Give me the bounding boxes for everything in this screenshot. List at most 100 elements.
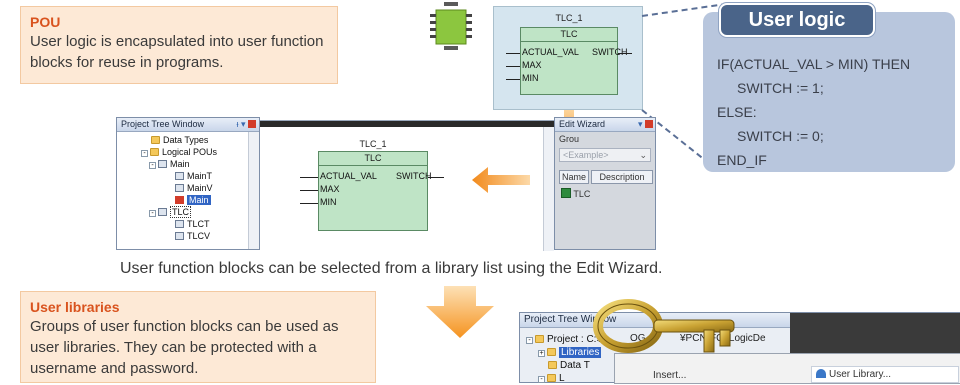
function-block-panel: TLC_1 TLC ACTUAL_VAL SWITCH MAX MIN xyxy=(493,6,643,110)
arrow-left-icon xyxy=(472,167,530,193)
project-tree-window[interactable]: Project Tree Window ᵻ ▾ Data Types -Logi… xyxy=(116,117,260,250)
pou-icon xyxy=(158,208,167,216)
logic-editor-canvas[interactable]: TLC_1 TLC ACTUAL_VAL SWITCH MAX MIN xyxy=(260,120,554,251)
user-libraries-heading: User libraries xyxy=(30,299,120,315)
wizard-list-item[interactable]: TLC xyxy=(561,188,590,200)
column-name-header[interactable]: Name xyxy=(559,170,589,184)
window-title-text: Project Tree Window xyxy=(524,314,617,325)
tree-item[interactable]: TLCT xyxy=(123,218,217,230)
context-menu[interactable]: Insert... User Library... xyxy=(614,353,960,384)
wire xyxy=(618,53,632,54)
collapse-icon[interactable]: - xyxy=(141,150,148,157)
tree-item-label: Main xyxy=(187,195,211,205)
collapse-icon[interactable]: - xyxy=(526,337,533,344)
pin-actual-val: ACTUAL_VAL xyxy=(320,171,377,181)
folder-icon xyxy=(150,148,159,156)
pin-min: MIN xyxy=(522,73,539,83)
logic-line: IF(ACTUAL_VAL > MIN) THEN xyxy=(717,56,911,72)
tree-item[interactable]: TLCV xyxy=(123,230,217,242)
pin-max: MAX xyxy=(522,60,542,70)
tree-item-label: L xyxy=(559,373,565,384)
tree-item[interactable]: MainT xyxy=(123,170,217,182)
block-type: TLC xyxy=(319,152,427,166)
tree-item-data-types[interactable]: Data T xyxy=(526,359,786,372)
wire xyxy=(300,190,318,191)
tree-item-label: MainV xyxy=(187,183,213,193)
pin-icon[interactable]: ᵻ xyxy=(236,119,239,129)
project-tree-window-libraries[interactable]: Project Tree Window -Project : C:¥ + Libr… xyxy=(519,312,960,385)
tree-item-label: TLCV xyxy=(187,231,211,241)
folder-icon xyxy=(535,335,544,343)
wire xyxy=(506,79,520,80)
pin-actual-val: ACTUAL_VAL xyxy=(522,47,579,57)
tree-item[interactable]: MainV xyxy=(123,182,217,194)
block-type: TLC xyxy=(521,28,617,42)
tree-item[interactable]: - Logical POUs xyxy=(123,146,217,158)
pou-icon xyxy=(158,160,167,168)
vertical-scrollbar[interactable] xyxy=(248,132,259,249)
tree-item[interactable]: Data Types xyxy=(123,134,217,146)
menu-item-insert[interactable]: Insert... xyxy=(653,370,687,381)
project-tree-2: -Project : C:¥ + Libraries Data T - L xyxy=(526,333,786,385)
pou-info-box: POU User logic is encapsulated into user… xyxy=(20,6,338,84)
expand-icon[interactable]: + xyxy=(538,350,545,357)
chevron-down-icon: ⌄ xyxy=(639,150,647,160)
logic-line: END_IF xyxy=(717,152,767,168)
pou-heading: POU xyxy=(30,14,61,30)
wire xyxy=(506,66,520,67)
block-icon xyxy=(561,188,571,198)
folder-icon xyxy=(151,136,160,144)
wizard-item-label: TLC xyxy=(573,189,591,199)
tree-item-libraries[interactable]: + Libraries xyxy=(526,346,786,359)
tree-item-project[interactable]: -Project : C:¥ xyxy=(526,333,786,346)
collapse-icon[interactable]: - xyxy=(149,210,156,217)
user-logic-tab: User logic xyxy=(719,3,875,37)
tree-item-label: MainT xyxy=(187,171,213,181)
menu-item-user-library[interactable]: User Library... xyxy=(811,366,959,383)
wire xyxy=(300,203,318,204)
group-select[interactable]: <Example> ⌄ xyxy=(559,148,651,162)
menu-item-label: User Library... xyxy=(829,369,892,380)
user-libraries-box: User libraries Groups of user function b… xyxy=(20,291,376,383)
function-block[interactable]: TLC xyxy=(318,151,428,231)
dropdown-icon[interactable]: ▾ xyxy=(637,119,643,129)
logic-line: ELSE: xyxy=(717,104,757,120)
tree-item-label: TLC xyxy=(170,206,192,218)
block-instance-name: TLC_1 xyxy=(555,13,583,23)
close-icon[interactable] xyxy=(645,120,653,128)
editor-dark-area xyxy=(790,313,960,353)
tree-item-label: Data T xyxy=(560,360,590,371)
tree-item-label: Logical POUs xyxy=(162,147,218,157)
logic-line: SWITCH := 1; xyxy=(737,80,824,96)
caption: User function blocks can be selected fro… xyxy=(120,260,663,277)
wire xyxy=(428,177,444,178)
editor-scrollbar[interactable] xyxy=(543,127,554,251)
edit-wizard-window[interactable]: Edit Wizard ▾ Grou <Example> ⌄ Name Desc… xyxy=(554,117,656,250)
libraries-label: Libraries xyxy=(559,347,602,358)
tree-item[interactable]: - TLC xyxy=(123,206,217,218)
key-icon xyxy=(592,290,742,380)
tree-item-label: Main xyxy=(170,159,190,169)
plc-chip-icon xyxy=(430,2,472,52)
dropdown-icon[interactable]: ▾ xyxy=(240,119,246,129)
tree-item-label: Data Types xyxy=(163,135,209,145)
pin-max: MAX xyxy=(320,184,340,194)
pin-switch: SWITCH xyxy=(396,171,432,181)
block-instance-name: TLC_1 xyxy=(359,139,387,149)
column-description-header[interactable]: Description xyxy=(591,170,653,184)
collapse-icon[interactable]: - xyxy=(149,162,156,169)
function-block[interactable]: TLC xyxy=(520,27,618,95)
close-icon[interactable] xyxy=(248,120,256,128)
group-label: Grou xyxy=(559,134,580,144)
pin-switch: SWITCH xyxy=(592,47,628,57)
tree-item[interactable]: - Main xyxy=(123,158,217,170)
folder-icon xyxy=(548,361,557,369)
pou-icon xyxy=(175,172,184,180)
wire xyxy=(506,53,520,54)
group-select-value: <Example> xyxy=(563,150,609,160)
tree-item[interactable]: Main xyxy=(123,194,217,206)
collapse-icon[interactable]: - xyxy=(538,376,545,383)
pou-icon xyxy=(175,184,184,192)
window-title: Edit Wizard ▾ xyxy=(555,118,655,132)
tree-item-label: TLCT xyxy=(187,219,210,229)
